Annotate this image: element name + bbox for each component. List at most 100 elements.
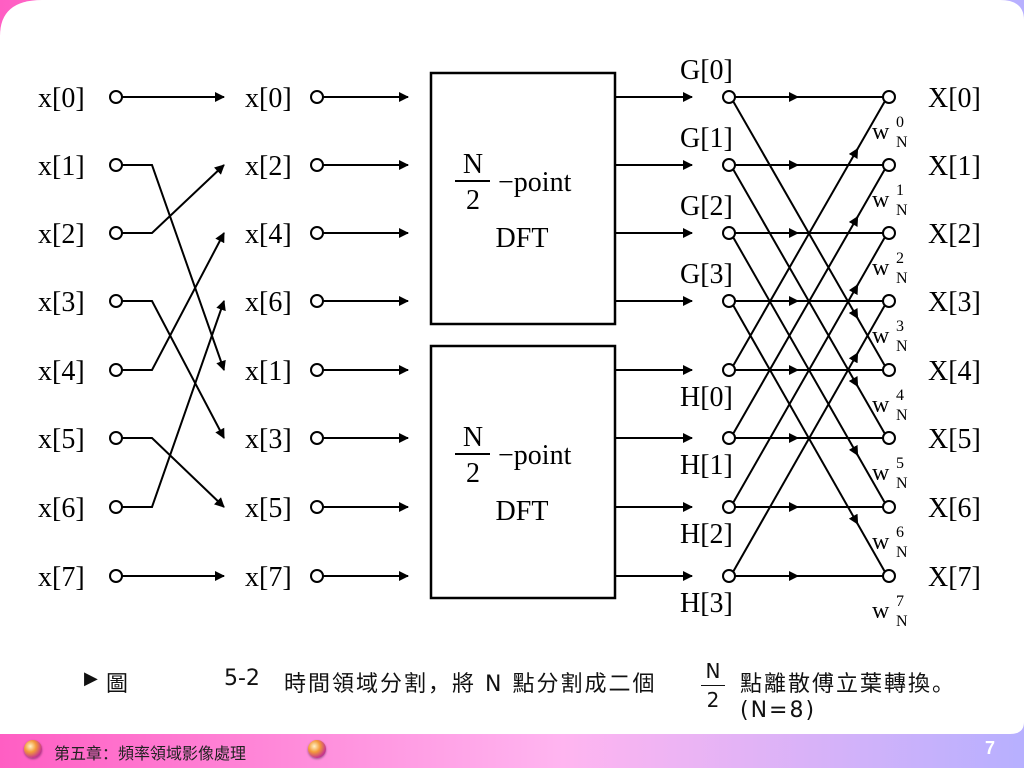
twiddle-exponent: 1 (896, 182, 904, 199)
twiddle-exponent: 7 (896, 593, 904, 610)
twiddle-base: w (872, 392, 890, 418)
butterfly-cross-wire-arrow (848, 284, 859, 296)
intermediate-label: G[3] (680, 259, 733, 290)
caption-label: 圖 (106, 672, 130, 697)
intermediate-label: H[2] (680, 519, 733, 550)
bullet-orb-icon (24, 740, 42, 758)
caption-fraction: N 2 (698, 658, 728, 713)
intermediate-label: H[3] (680, 588, 733, 619)
permutation-wire (122, 300, 226, 508)
input-label: x[7] (38, 562, 85, 593)
reordered-label: x[0] (245, 83, 292, 114)
intermediate-node (722, 431, 736, 445)
chapter-title: 第五章：頻率領域影像處理 (54, 744, 247, 763)
dft-block (429, 71, 617, 326)
butterfly-cross-wire-arrow (848, 444, 859, 456)
intermediate-node (722, 294, 736, 308)
input-node (109, 226, 123, 240)
input-label: x[4] (38, 356, 85, 387)
output-label: X[6] (928, 493, 981, 524)
dft-fraction-numerator: N (463, 149, 483, 180)
output-node (882, 500, 896, 514)
reordered-label: x[4] (245, 219, 292, 250)
intermediate-node (722, 569, 736, 583)
caption-fraction-bar (701, 685, 725, 686)
reordered-node (310, 158, 324, 172)
butterfly-cross-wire-arrow (848, 215, 859, 227)
dft-name-label: DFT (496, 223, 549, 254)
caption-fraction-denominator: 2 (706, 688, 720, 712)
caption-text-before: 時間領域分割，將 N 點分割成二個 (284, 672, 657, 697)
twiddle-exponent: 2 (896, 250, 904, 267)
output-node (882, 90, 896, 104)
intermediate-node (722, 158, 736, 172)
twiddle-subscript: N (896, 475, 908, 492)
twiddle-base: w (872, 529, 890, 555)
twiddle-base: w (872, 598, 890, 624)
output-label: X[7] (928, 562, 981, 593)
dft-fraction-numerator: N (463, 422, 483, 453)
butterfly-cross-wire-arrow (848, 376, 859, 388)
twiddle-subscript: N (896, 338, 908, 355)
input-node (109, 500, 123, 514)
dft-block (429, 344, 617, 600)
twiddle-exponent: 5 (896, 455, 904, 472)
output-label: X[0] (928, 83, 981, 114)
intermediate-node (722, 226, 736, 240)
caption-fraction-numerator: N (705, 659, 721, 683)
twiddle-subscript: N (896, 613, 908, 630)
input-label: x[3] (38, 287, 85, 318)
output-node (882, 294, 896, 308)
reordered-node (310, 294, 324, 308)
twiddle-base: w (872, 323, 890, 349)
output-node (882, 158, 896, 172)
bullet-orb-icon (308, 740, 326, 758)
dft-fraction-denominator: 2 (466, 185, 480, 216)
permutation-wire (122, 300, 225, 439)
intermediate-node (722, 500, 736, 514)
permutation-wire (122, 164, 225, 234)
caption-marker-icon: ▶ (84, 668, 98, 689)
reordered-label: x[3] (245, 424, 292, 455)
caption-number: 5-2 (224, 666, 260, 691)
butterfly-cross-wire-arrow (848, 352, 859, 364)
output-label: X[1] (928, 151, 981, 182)
intermediate-label: H[0] (680, 382, 733, 413)
output-node (882, 226, 896, 240)
permutation-wire (122, 164, 226, 371)
butterfly-cross-wire (732, 236, 886, 504)
twiddle-subscript: N (896, 134, 908, 151)
input-node (109, 90, 123, 104)
reordered-label: x[1] (245, 356, 292, 387)
input-label: x[1] (38, 151, 85, 182)
twiddle-subscript: N (896, 270, 908, 287)
output-label: X[2] (928, 219, 981, 250)
twiddle-base: w (872, 460, 890, 486)
twiddle-exponent: 0 (896, 114, 904, 131)
reordered-label: x[5] (245, 493, 292, 524)
intermediate-label: G[2] (680, 191, 733, 222)
reordered-label: x[2] (245, 151, 292, 182)
output-label: X[5] (928, 424, 981, 455)
reordered-node (310, 363, 324, 377)
twiddle-base: w (872, 119, 890, 145)
twiddle-exponent: 4 (896, 387, 904, 404)
input-label: x[2] (38, 219, 85, 250)
input-node (109, 294, 123, 308)
figure-caption: ▶ 圖 5-2 時間領域分割，將 N 點分割成二個 N 2 點離散傅立葉轉換。(… (84, 659, 984, 723)
caption-text-after: 點離散傅立葉轉換。(N=8) (740, 672, 957, 723)
reordered-node (310, 226, 324, 240)
twiddle-base: w (872, 187, 890, 213)
output-node (882, 431, 896, 445)
footer: 第五章：頻率領域影像處理 (24, 736, 344, 763)
butterfly-cross-wire-arrow (848, 308, 859, 320)
reordered-node (310, 431, 324, 445)
input-node (109, 569, 123, 583)
twiddle-base: w (872, 255, 890, 281)
input-label: x[0] (38, 83, 85, 114)
butterfly-cross-wire-arrow (848, 513, 859, 525)
output-node (882, 569, 896, 583)
dft-fraction-denominator: 2 (466, 458, 480, 489)
dft-size-label: −point (498, 167, 572, 198)
